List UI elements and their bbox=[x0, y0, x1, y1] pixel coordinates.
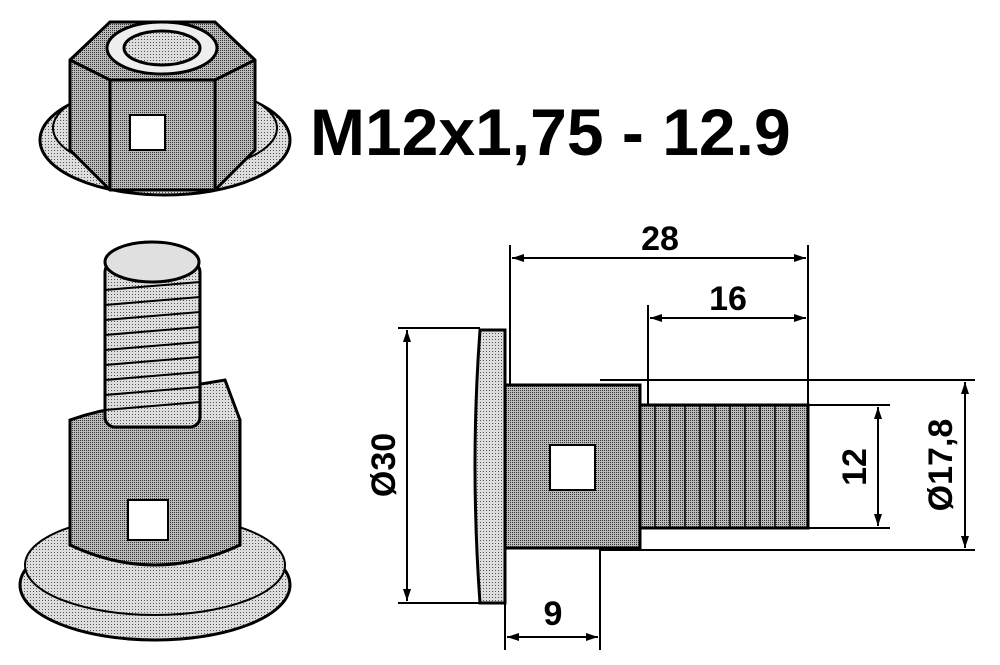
dimension-lines bbox=[398, 245, 969, 650]
dim-diameter-30: Ø30 bbox=[365, 433, 403, 497]
bolt-illustration bbox=[18, 240, 292, 642]
product-title: M12x1,75 - 12.9 bbox=[310, 95, 791, 169]
bolt-side-view bbox=[473, 328, 975, 605]
dim-16: 16 bbox=[709, 280, 747, 318]
dim-12: 12 bbox=[836, 448, 874, 486]
dim-diameter-17-8: Ø17,8 bbox=[922, 419, 960, 512]
dim-28: 28 bbox=[641, 220, 679, 258]
flange-nut-illustration bbox=[38, 20, 292, 197]
dim-9: 9 bbox=[544, 595, 563, 633]
